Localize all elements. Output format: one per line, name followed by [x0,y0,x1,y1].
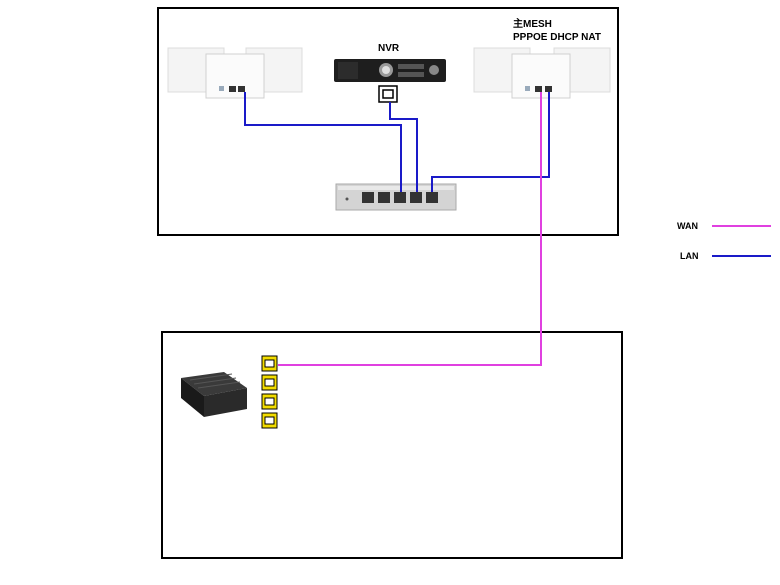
legend-wan-label: WAN [677,221,698,231]
wan-cable [278,92,542,366]
switch-icon [335,183,457,211]
upper-zone-frame [157,7,619,236]
main-mesh-services-label: PPPOE DHCP NAT [513,32,601,43]
primary-mesh-router-icon [473,47,611,99]
modem-port-icons [261,355,278,429]
nvr-icon [334,59,446,103]
legend-lan-label: LAN [680,251,699,261]
main-mesh-label: 主MESH [513,19,552,30]
modem-icon [181,372,247,417]
secondary-mesh-router-icon [167,47,303,99]
lan-cables [244,92,550,192]
lower-zone-frame [161,331,623,559]
nvr-label: NVR [378,43,400,54]
